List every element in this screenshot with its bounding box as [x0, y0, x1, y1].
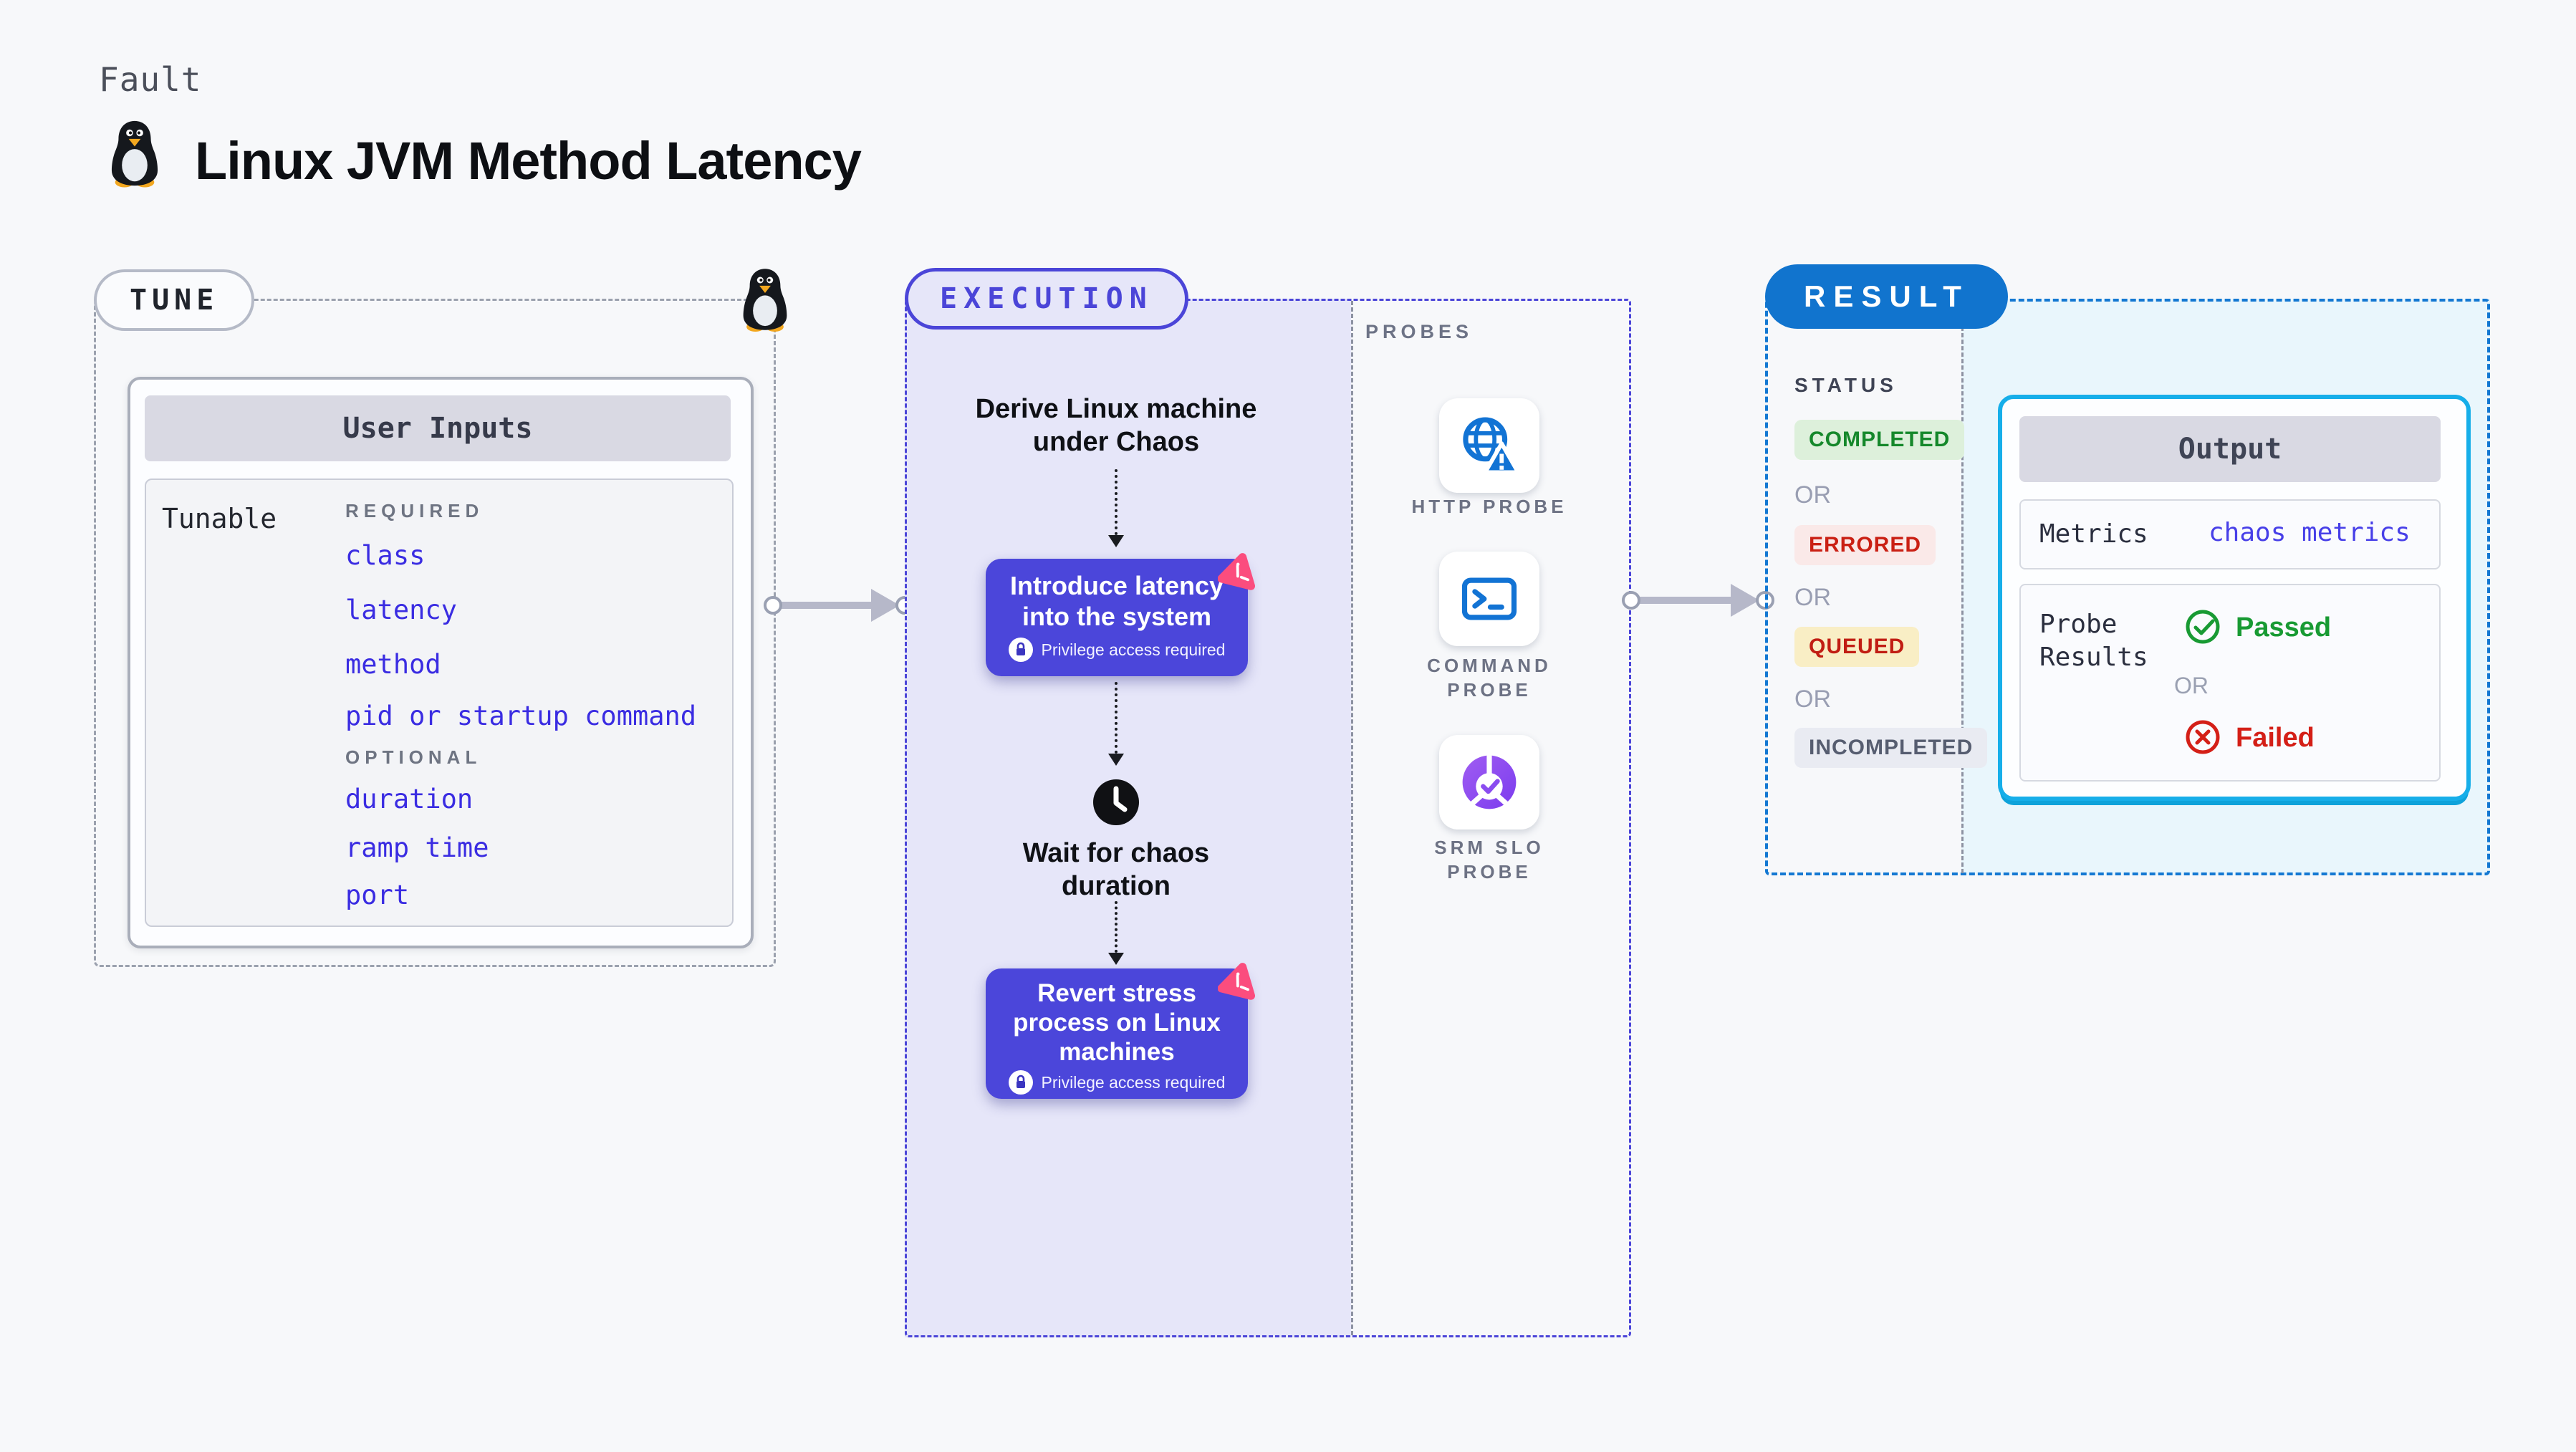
probe-or-separator: OR	[2174, 673, 2209, 698]
chaos-experiment-icon	[1218, 553, 1256, 590]
probes-title: PROBES	[1365, 321, 1474, 342]
flow-arrow-head	[1108, 535, 1124, 547]
lock-icon	[1008, 638, 1033, 662]
probe-results-row: Probe Results Passed OR Failed	[2019, 584, 2441, 782]
tune-dashed-box	[94, 299, 776, 967]
output-header: Output	[2019, 416, 2441, 482]
flow-arrow-line	[1115, 469, 1118, 535]
output-card: Output Metrics chaos metrics Probe Resul…	[1998, 395, 2471, 801]
derive-step-label: Derive Linux machine under Chaos	[975, 394, 1257, 457]
status-badge-errored: ERRORED	[1794, 525, 1936, 565]
passed-label: Passed	[2236, 612, 2332, 643]
tux-icon	[111, 120, 158, 188]
status-title: STATUS	[1794, 374, 1898, 396]
result-badge: RESULT	[1765, 264, 2008, 329]
privilege-row: Privilege access required	[986, 638, 1248, 662]
tunable-panel: Tunable REQUIRED class latency method pi…	[145, 479, 734, 927]
result-divider	[1961, 301, 1964, 873]
action-node-title: Revert stress process on Linux machines	[1013, 979, 1221, 1066]
status-badge-incompleted: INCOMPLETED	[1794, 728, 1988, 768]
user-inputs-card: User Inputs Tunable REQUIRED class laten…	[128, 377, 754, 948]
user-inputs-header: User Inputs	[145, 395, 731, 461]
arrow-execution-to-result	[1622, 584, 1774, 617]
tunable-input: duration	[345, 784, 474, 814]
flow-arrow-line	[1115, 901, 1118, 953]
execution-dashed-box	[905, 299, 1631, 1337]
probe-card-http	[1439, 398, 1539, 493]
privilege-row: Privilege access required	[986, 1070, 1248, 1095]
action-node-introduce-latency: Introduce latency into the system Privil…	[986, 559, 1248, 676]
tunable-input: ramp time	[345, 832, 489, 863]
probes-divider	[1351, 301, 1353, 1335]
wait-step-label: Wait for chaos duration	[1022, 838, 1210, 901]
privilege-label: Privilege access required	[1041, 1072, 1226, 1092]
or-separator: OR	[1794, 481, 1831, 509]
flow-arrow-line	[1115, 682, 1118, 754]
status-badge-queued: QUEUED	[1794, 627, 1920, 667]
metrics-value: chaos metrics	[2209, 518, 2411, 547]
probe-card-srm	[1439, 735, 1539, 830]
tunable-label: Tunable	[162, 503, 277, 534]
flow-arrow-head	[1108, 953, 1124, 965]
globe-alert-icon	[1463, 417, 1521, 475]
or-separator: OR	[1794, 686, 1831, 713]
clock-icon	[1093, 779, 1139, 825]
result-dashed-box	[1765, 299, 2490, 875]
probe-results-label: Probe Results	[2039, 610, 2148, 672]
metrics-row: Metrics chaos metrics	[2019, 499, 2441, 569]
lock-icon	[1008, 1070, 1033, 1095]
passed-check-icon	[2186, 610, 2220, 644]
required-label: REQUIRED	[345, 500, 484, 521]
action-node-title: Introduce latency into the system	[1009, 571, 1224, 631]
privilege-label: Privilege access required	[1041, 640, 1226, 659]
execution-badge: EXECUTION	[905, 268, 1188, 330]
failed-x-icon	[2186, 720, 2220, 754]
tunable-input: latency	[345, 595, 457, 625]
tunable-input: pid or startup command	[345, 701, 697, 731]
flow-arrow-head	[1108, 754, 1124, 766]
status-badge-completed: COMPLETED	[1794, 420, 1965, 460]
probe-label-srm: SRM SLO PROBE	[1434, 837, 1544, 883]
action-node-revert-stress: Revert stress process on Linux machines …	[986, 968, 1248, 1099]
arrow-tune-to-execution	[764, 589, 914, 622]
or-separator: OR	[1794, 584, 1831, 611]
slo-donut-icon	[1462, 751, 1517, 809]
optional-label: OPTIONAL	[345, 746, 482, 768]
tunable-input: method	[345, 649, 441, 680]
tune-badge: TUNE	[94, 269, 255, 331]
probe-label-http: HTTP PROBE	[1411, 496, 1567, 517]
page-title: Linux JVM Method Latency	[195, 131, 862, 191]
fault-kicker: Fault	[99, 60, 202, 99]
probe-label-command: COMMAND PROBE	[1427, 655, 1552, 701]
tunable-input: class	[345, 540, 426, 571]
tux-icon-small	[743, 269, 787, 332]
tunable-input: port	[345, 880, 410, 910]
failed-label: Failed	[2236, 723, 2315, 753]
probe-card-command	[1439, 552, 1539, 646]
terminal-icon	[1461, 577, 1517, 620]
chaos-experiment-icon	[1218, 963, 1256, 1000]
metrics-label: Metrics	[2039, 519, 2148, 549]
